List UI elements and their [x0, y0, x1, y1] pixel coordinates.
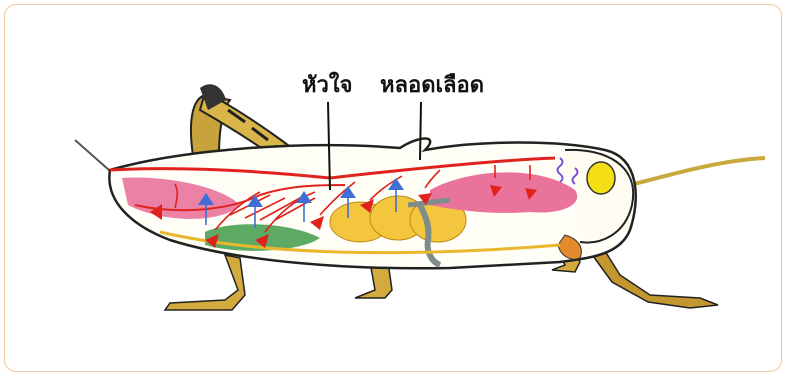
eye	[587, 162, 615, 194]
antenna	[630, 158, 765, 185]
blood-vessel-label: หลอดเลือด	[380, 75, 484, 97]
heart-label: หัวใจ	[302, 75, 353, 97]
vessel-pointer-line	[420, 102, 421, 160]
